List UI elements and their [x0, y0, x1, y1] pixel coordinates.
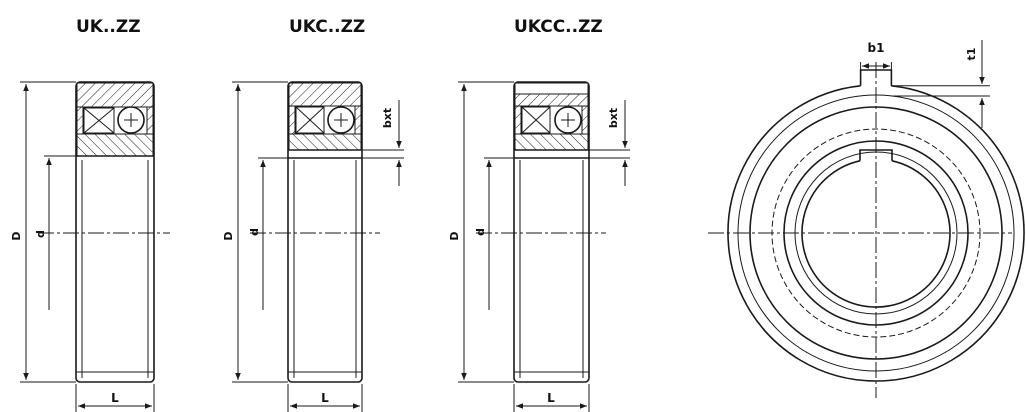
dim-d-label: d — [474, 228, 487, 236]
ball-element — [327, 106, 355, 134]
inner-ring-section — [76, 133, 154, 157]
hidden-circle — [771, 128, 981, 338]
dim-t1-label: t1 — [965, 48, 978, 61]
seal-right — [146, 106, 154, 135]
dim-L-label: L — [547, 391, 555, 405]
outer-ring-section — [514, 93, 589, 107]
dim-L-label: L — [111, 391, 119, 405]
inner-ring-section — [288, 133, 362, 151]
seal-left — [76, 106, 84, 135]
view-title: UK..ZZ — [76, 17, 141, 37]
view-title: UKCC..ZZ — [514, 17, 603, 37]
outer-ring-section — [76, 82, 154, 108]
outer-ring-chamfer-circle — [737, 94, 1015, 372]
bearing-outline — [75, 81, 155, 383]
ball-element — [554, 106, 582, 134]
sprag-element — [521, 106, 551, 134]
dim-d-label: d — [248, 228, 261, 236]
sprag-element — [295, 106, 325, 134]
inner-ring-outer-circle — [783, 140, 969, 326]
ball-element — [117, 106, 145, 134]
view-title: UKC..ZZ — [289, 17, 365, 37]
seal-left — [514, 105, 522, 135]
bore-circle — [801, 160, 951, 308]
seal-right — [581, 105, 589, 135]
dim-D-label: D — [222, 231, 235, 240]
bearing-outline — [287, 81, 363, 383]
dim-D-label: D — [10, 231, 23, 240]
seal-right — [354, 105, 362, 135]
view-ukc-zz: UKC..ZZ D d bxt L — [222, 17, 404, 412]
view-ukcc-zz: UKCC..ZZ D d bxt L — [448, 17, 630, 412]
dim-D-label: D — [448, 231, 461, 240]
outer-ring-section — [288, 82, 362, 107]
dim-L-label: L — [321, 391, 329, 405]
bore-keyway — [859, 149, 893, 161]
dim-bxt-label: bxt — [381, 108, 394, 128]
outer-circle — [727, 85, 1025, 382]
inner-ring-chamfer-circle — [794, 151, 958, 315]
outer-keyway-slot — [859, 69, 893, 86]
inner-ring-section — [514, 133, 589, 151]
dim-b1-label: b1 — [868, 41, 885, 55]
outer-keyway-step — [514, 82, 589, 95]
outer-ring-inner-circle — [749, 106, 1003, 360]
end-view: b1 t1 — [708, 40, 1025, 398]
view-uk-zz: UK..ZZ D d L — [10, 17, 170, 412]
seal-left — [288, 105, 296, 135]
sprag-element — [83, 107, 115, 134]
dim-bxt-label: bxt — [607, 108, 620, 128]
dim-d-label: d — [34, 230, 47, 238]
bearing-outline — [513, 81, 590, 383]
